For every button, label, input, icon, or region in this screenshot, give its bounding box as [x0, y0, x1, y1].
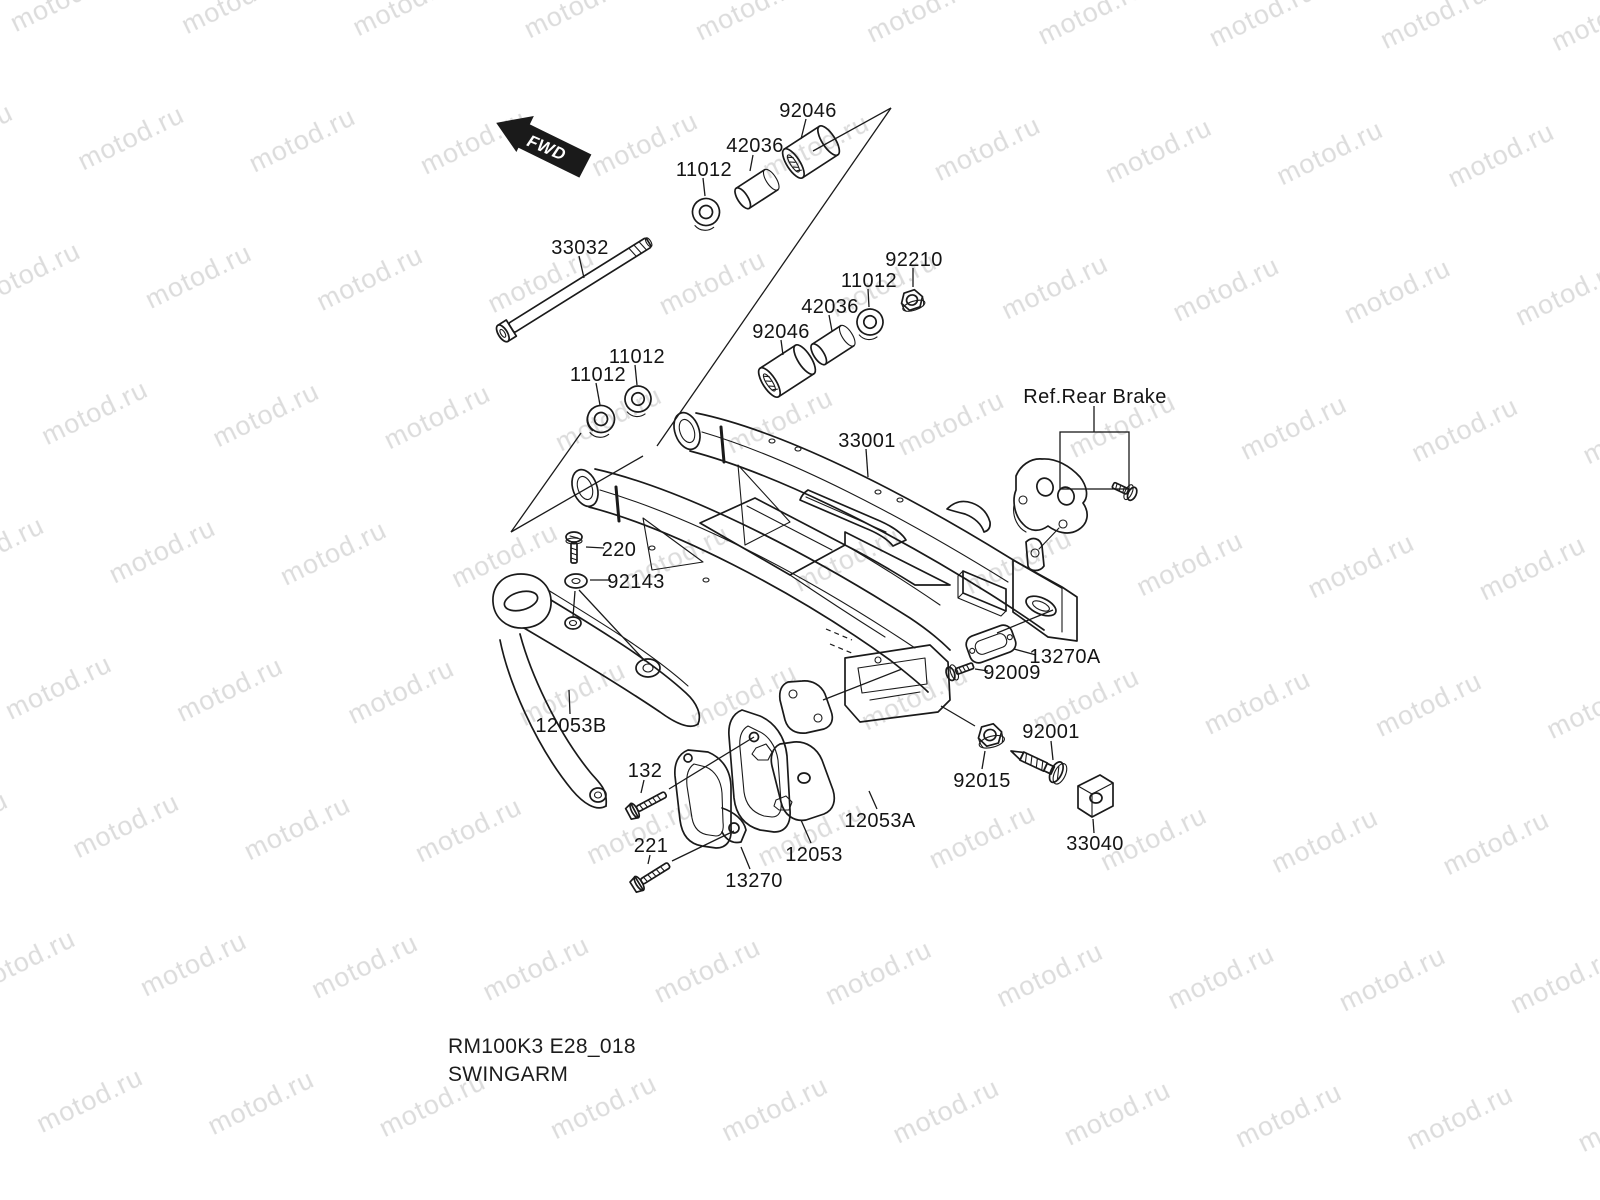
- swingarm-body-33001: [571, 411, 1078, 723]
- nut-92210: [900, 288, 926, 312]
- ref-rear-brake-label: Ref.Rear Brake: [1023, 386, 1166, 408]
- part-label-92015: 92015: [953, 770, 1011, 792]
- part-label-92046-mid: 92046: [752, 321, 810, 343]
- washer-92143: [564, 573, 588, 589]
- part-label-12053: 12053: [785, 844, 843, 866]
- screw-92009: [945, 662, 975, 682]
- part-label-33032: 33032: [551, 237, 609, 259]
- part-label-11012-left-a: 11012: [570, 364, 626, 386]
- part-label-42036-top: 42036: [726, 135, 784, 157]
- part-label-92210: 92210: [885, 249, 943, 271]
- screw-92001: [1010, 750, 1068, 785]
- chain-guide-12053: [728, 709, 791, 833]
- bolt-221: [629, 862, 671, 894]
- part-label-92001: 92001: [1022, 721, 1080, 743]
- part-label-92046-top: 92046: [779, 100, 837, 122]
- adjuster-plate-13270A: [965, 624, 1017, 664]
- chain-guide-12053A: [770, 680, 836, 822]
- bolt-132: [624, 791, 668, 821]
- part-label-11012-left-b: 11012: [609, 346, 665, 368]
- cap-11012-top: [691, 197, 721, 231]
- part-label-13270A: 13270A: [1029, 646, 1101, 668]
- pivot-shaft-33032: [495, 237, 653, 343]
- cap-11012-mid: [856, 308, 884, 341]
- part-label-11012-mid: 11012: [841, 270, 897, 292]
- rear-brake-bracket: [1013, 406, 1138, 550]
- part-label-220: 220: [602, 539, 637, 561]
- part-label-12053A: 12053A: [844, 810, 916, 832]
- part-labels: 92046 42036 11012 33032 92210 11012 4203…: [535, 100, 1166, 892]
- part-label-11012-top: 11012: [676, 159, 732, 181]
- part-label-132: 132: [628, 760, 663, 782]
- label-leader-lines: [568, 118, 1095, 870]
- chain-slider-12053B: [492, 573, 701, 809]
- cap-11012-left-a: [586, 404, 616, 438]
- part-label-42036-mid: 42036: [801, 296, 859, 318]
- part-label-33040: 33040: [1066, 833, 1124, 855]
- clip-nut-33040: [1077, 774, 1114, 818]
- assembly-connector-lines: [572, 589, 1054, 862]
- part-label-13270: 13270: [725, 870, 783, 892]
- nut-92015: [977, 722, 1005, 749]
- sleeve-42036-top: [734, 168, 780, 210]
- footer-diagram-title: SWINGARM: [448, 1063, 568, 1086]
- needle-bushing-92046-mid: [757, 344, 817, 398]
- sleeve-42036-mid: [810, 324, 856, 366]
- footer-model-code: RM100K3 E28_018: [448, 1035, 636, 1058]
- part-label-12053B: 12053B: [535, 715, 606, 737]
- part-label-92009: 92009: [983, 662, 1041, 684]
- cap-11012-left-b: [624, 385, 652, 418]
- screw-220: [565, 531, 583, 564]
- pointer-lines: [510, 107, 892, 533]
- part-label-221: 221: [634, 835, 669, 857]
- part-label-92143: 92143: [607, 571, 665, 593]
- footer: RM100K3 E28_018 SWINGARM: [448, 1035, 636, 1086]
- chain-guide-13270: [674, 749, 747, 849]
- part-label-33001: 33001: [838, 430, 896, 452]
